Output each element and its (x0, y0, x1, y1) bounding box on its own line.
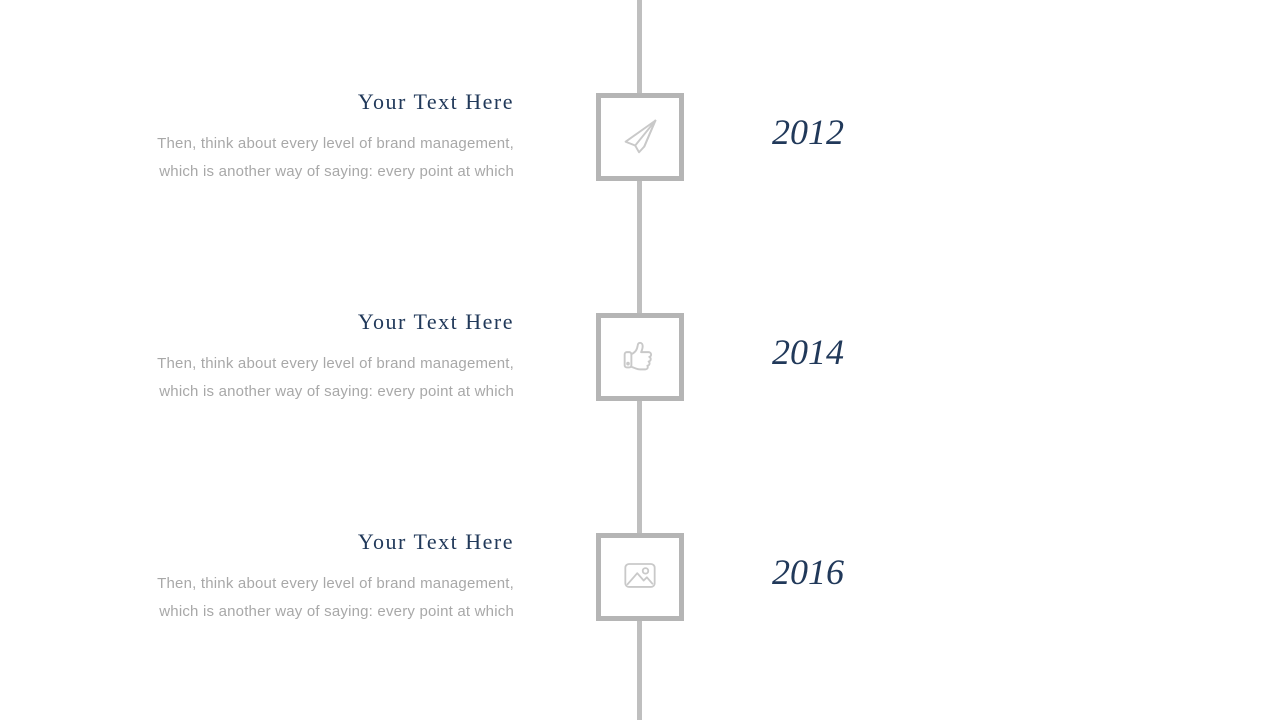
paper-plane-icon (617, 112, 663, 163)
item-body-line: which is another way of saying: every po… (159, 603, 514, 620)
item-heading: Your Text Here (357, 529, 514, 554)
item-body: Then, think about every level of brand m… (54, 570, 514, 626)
item-heading: Your Text Here (357, 309, 514, 334)
item-heading: Your Text Here (357, 89, 514, 114)
timeline-year: 2014 (772, 332, 844, 372)
item-body-line: which is another way of saying: every po… (159, 383, 514, 400)
icon-box (596, 313, 684, 401)
image-icon (618, 553, 662, 602)
timeline-year: 2012 (772, 112, 844, 152)
item-body-line: which is another way of saying: every po… (159, 163, 514, 180)
item-body-line: Then, think about every level of brand m… (157, 575, 514, 592)
item-body: Then, think about every level of brand m… (54, 130, 514, 186)
thumbs-up-icon (617, 332, 663, 383)
item-body: Then, think about every level of brand m… (54, 350, 514, 406)
icon-box (596, 93, 684, 181)
timeline-year: 2016 (772, 552, 844, 592)
item-body-line: Then, think about every level of brand m… (157, 355, 514, 372)
item-body-line: Then, think about every level of brand m… (157, 135, 514, 152)
icon-box (596, 533, 684, 621)
